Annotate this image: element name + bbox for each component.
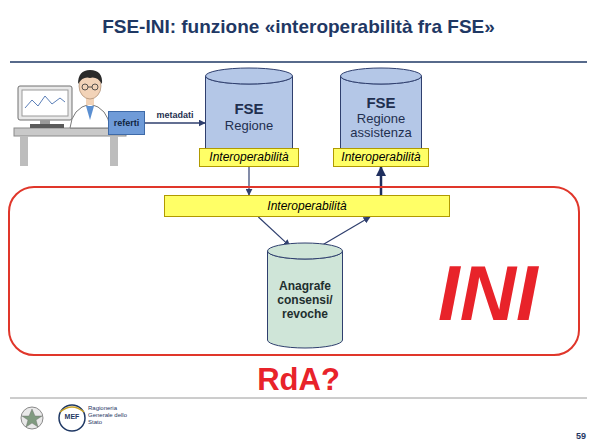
node-label: FSE bbox=[234, 100, 263, 118]
cylinder-body bbox=[206, 76, 293, 165]
title-rule bbox=[10, 61, 587, 63]
node-sublabel: Regione bbox=[225, 118, 273, 134]
cylinder-top bbox=[206, 68, 293, 84]
document-box: referti bbox=[108, 111, 145, 135]
node-label: Interoperabilità bbox=[341, 150, 420, 164]
page-number: 59 bbox=[540, 431, 586, 441]
node-label: Anagrafe consensi/ revoche bbox=[272, 280, 338, 321]
node-label: Interoperabilità bbox=[209, 150, 288, 164]
interoperability-band: Interoperabilità bbox=[199, 148, 299, 167]
cylinder-body bbox=[341, 76, 422, 165]
text-area: Interoperabilità bbox=[165, 196, 449, 216]
text-area: Interoperabilità bbox=[200, 149, 298, 166]
ini-region: INI InteroperabilitàAnagrafe consensi/ re… bbox=[8, 186, 580, 356]
node-label: FSE bbox=[366, 94, 395, 112]
cylinder-top bbox=[341, 68, 422, 84]
connector-arrow bbox=[320, 217, 370, 246]
text-area: referti bbox=[109, 112, 144, 134]
node-label: Interoperabilità bbox=[267, 199, 346, 213]
node-label: referti bbox=[114, 118, 140, 129]
text-area: Anagrafe consensi/ revoche bbox=[267, 259, 343, 343]
node-sublabel: Regione assistenza bbox=[345, 112, 417, 141]
region-title: INI bbox=[438, 254, 538, 332]
connector-arrow bbox=[248, 167, 249, 195]
interoperability-band: Interoperabilità bbox=[164, 195, 450, 217]
question-note: RdA? bbox=[0, 362, 597, 398]
footer-rule bbox=[10, 398, 587, 399]
title: FSE-INI: funzione «interoperabilità fra … bbox=[0, 16, 597, 38]
text-area: FSERegione assistenza bbox=[340, 86, 422, 148]
registry-cylinder: Anagrafe consensi/ revoche bbox=[267, 243, 343, 349]
logo-caption: Ragioneria Generale dello Stato bbox=[88, 405, 138, 426]
edge-label: metadati bbox=[156, 110, 193, 120]
text-area: FSERegione bbox=[205, 86, 293, 148]
mef-logo bbox=[59, 405, 85, 431]
cylinder-body bbox=[268, 251, 343, 348]
connector-arrow bbox=[145, 122, 205, 124]
connector-arrow bbox=[380, 167, 383, 195]
cylinder-top bbox=[268, 243, 343, 259]
interoperability-band: Interoperabilità bbox=[333, 148, 429, 167]
connector-arrow bbox=[258, 217, 289, 246]
logo-text: MEF bbox=[62, 413, 82, 420]
database-cylinder: FSERegioneInteroperabilità bbox=[205, 68, 293, 166]
emblem-logo bbox=[21, 407, 43, 429]
database-cylinder: FSERegione assistenzaInteroperabilità bbox=[340, 68, 422, 166]
text-area: Interoperabilità bbox=[334, 149, 428, 166]
